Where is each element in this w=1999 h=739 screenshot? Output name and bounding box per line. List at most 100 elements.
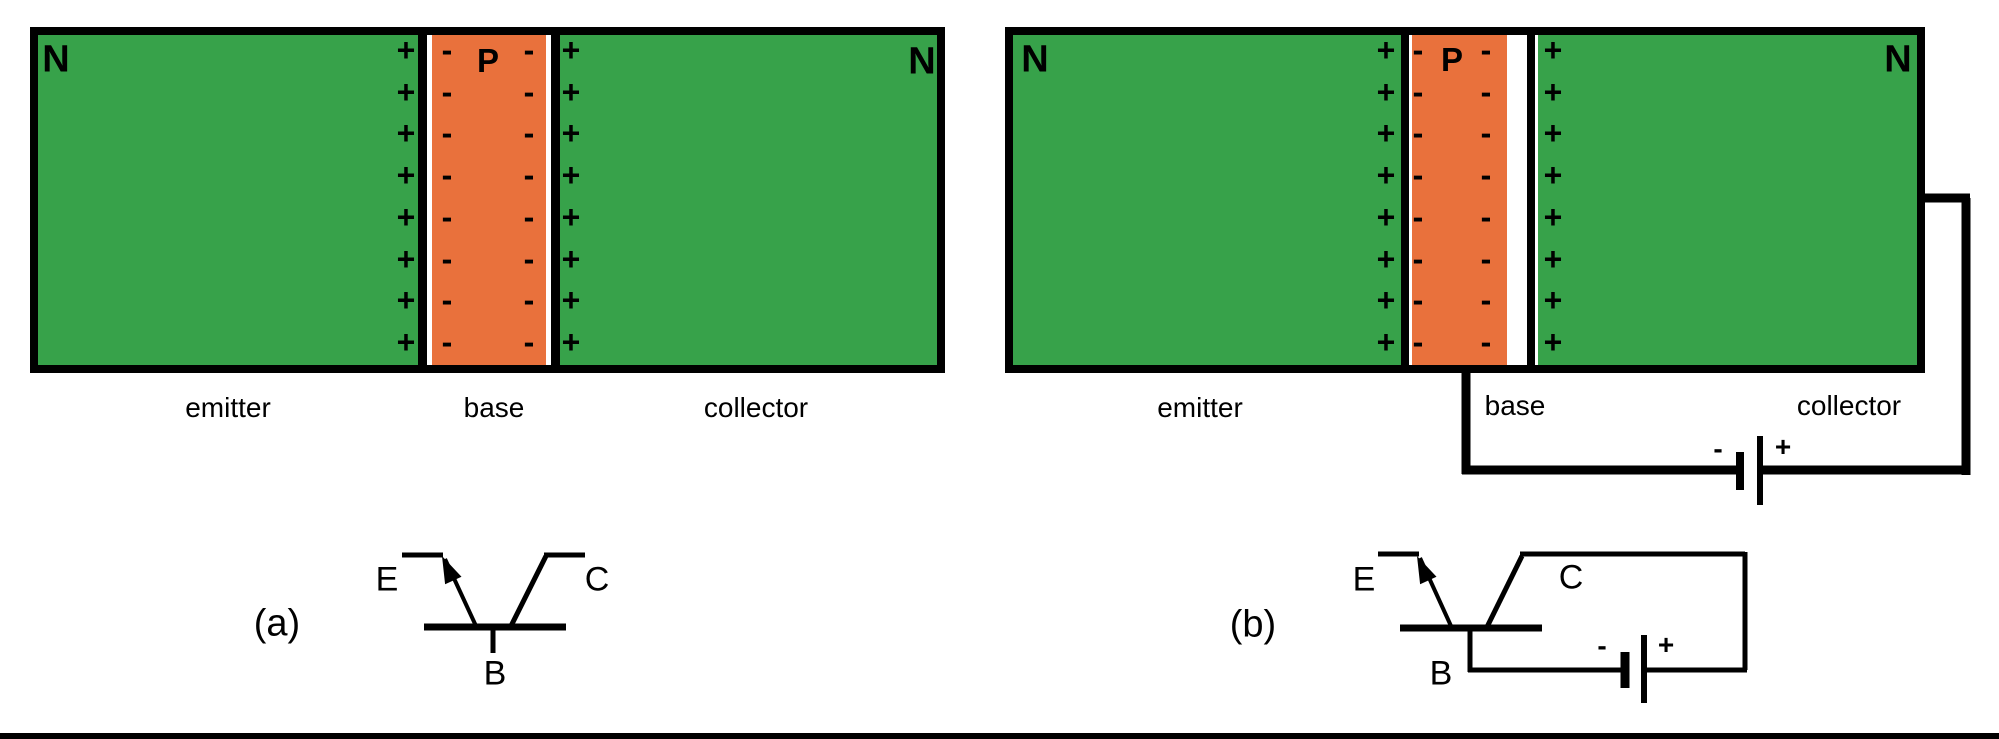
depletion-gap xyxy=(427,35,432,365)
minus-column: -------- xyxy=(1474,32,1498,360)
collector-label: collector xyxy=(1796,390,1902,421)
charge-sign: - xyxy=(523,157,535,194)
charge-sign: + xyxy=(1376,323,1396,360)
charge-sign: - xyxy=(1412,198,1424,235)
base-collector-junction-line xyxy=(1527,35,1535,365)
charge-sign: + xyxy=(561,157,581,194)
charge-sign: + xyxy=(561,323,581,360)
emitter-arrowhead-icon xyxy=(1417,556,1437,585)
charge-sign: + xyxy=(1543,32,1563,68)
charge-sign: + xyxy=(1543,198,1563,235)
emitter-base-junction-line xyxy=(1401,35,1409,365)
charge-sign: - xyxy=(1412,73,1424,110)
p-label-base: P xyxy=(1440,41,1464,78)
panel-a-caption: (a) xyxy=(253,602,301,645)
charge-sign: - xyxy=(523,73,535,110)
charge-sign: + xyxy=(1543,73,1563,110)
charge-sign: - xyxy=(1480,323,1492,360)
charge-sign: + xyxy=(1376,198,1396,235)
base-p-region xyxy=(432,35,546,365)
emitter-terminal-label: E xyxy=(1352,560,1376,599)
charge-sign: - xyxy=(441,282,453,319)
charge-sign: + xyxy=(561,73,581,110)
charge-sign: + xyxy=(1543,282,1563,319)
charge-sign: + xyxy=(396,73,416,110)
charge-sign: + xyxy=(1543,240,1563,277)
collector-terminal-label: C xyxy=(584,560,610,599)
charge-sign: - xyxy=(1480,73,1492,110)
charge-sign: + xyxy=(1543,115,1563,152)
battery-plus-label: + xyxy=(1657,629,1675,660)
charge-sign: - xyxy=(441,32,453,68)
charge-sign: + xyxy=(396,115,416,152)
charge-sign: - xyxy=(441,73,453,110)
charge-sign: + xyxy=(561,198,581,235)
charge-sign: - xyxy=(1480,32,1492,68)
charge-sign: + xyxy=(396,32,416,68)
p-label-base: P xyxy=(476,42,500,79)
n-label-collector: N xyxy=(1884,38,1912,81)
plus-column: ++++++++ xyxy=(559,32,583,360)
charge-sign: - xyxy=(1412,323,1424,360)
charge-sign: + xyxy=(396,157,416,194)
minus-column: - - - - - - - - xyxy=(1406,32,1430,360)
charge-sign: + xyxy=(561,115,581,152)
emitter-label: emitter xyxy=(1157,392,1243,423)
charge-sign: - xyxy=(523,32,535,68)
charge-sign: - xyxy=(1480,198,1492,235)
widened-depletion-gap xyxy=(1507,35,1527,365)
collector-label: collector xyxy=(703,392,809,423)
charge-sign: - xyxy=(1480,115,1492,152)
charge-sign: + xyxy=(561,240,581,277)
charge-sign: - xyxy=(1412,157,1424,194)
charge-sign: + xyxy=(1376,157,1396,194)
emitter-n-region xyxy=(38,35,418,365)
emitter-n-region xyxy=(1013,35,1401,365)
charge-sign: + xyxy=(1543,323,1563,360)
base-label: base xyxy=(1484,390,1546,421)
charge-sign: - xyxy=(1480,240,1492,277)
base-terminal-label: B xyxy=(483,654,507,693)
minus-column: -------- xyxy=(517,32,541,360)
emitter-base-junction-line xyxy=(418,35,427,365)
collector-diagonal xyxy=(508,554,549,628)
charge-sign: - xyxy=(1412,32,1424,68)
charge-sign: + xyxy=(396,198,416,235)
charge-sign: - xyxy=(1480,282,1492,319)
n-label-collector: N xyxy=(908,40,936,83)
charge-sign: - xyxy=(523,323,535,360)
collector-terminal-label: C xyxy=(1558,558,1584,597)
collector-diagonal xyxy=(1484,554,1525,629)
collector-n-region xyxy=(1538,35,1917,365)
charge-sign: + xyxy=(1543,157,1563,194)
charge-sign: - xyxy=(1412,282,1424,319)
battery-plus-label: + xyxy=(1774,431,1792,462)
charge-sign: - xyxy=(441,323,453,360)
n-label-emitter: N xyxy=(1021,38,1049,81)
charge-sign: + xyxy=(396,282,416,319)
bottom-rule xyxy=(0,733,1999,739)
panel-b-caption: (b) xyxy=(1229,603,1277,646)
charge-sign: + xyxy=(1376,115,1396,152)
depletion-gap xyxy=(546,35,551,365)
charge-sign: - xyxy=(441,198,453,235)
base-p-region xyxy=(1412,35,1507,365)
charge-sign: + xyxy=(561,32,581,68)
charge-sign: + xyxy=(1376,282,1396,319)
emitter-terminal-label: E xyxy=(375,560,399,599)
charge-sign: - xyxy=(441,240,453,277)
charge-sign: + xyxy=(396,240,416,277)
charge-sign: - xyxy=(1412,240,1424,277)
collector-n-region xyxy=(560,35,937,365)
charge-sign: - xyxy=(1412,115,1424,152)
charge-sign: - xyxy=(523,198,535,235)
charge-sign: - xyxy=(523,282,535,319)
base-collector-junction-line xyxy=(551,35,560,365)
plus-column: ++++++++ xyxy=(394,32,418,358)
base-label: base xyxy=(463,392,525,423)
plus-column: ++++++++ xyxy=(1374,34,1398,360)
charge-sign: - xyxy=(441,157,453,194)
charge-sign: - xyxy=(523,115,535,152)
plus-column: + + + + + + + + xyxy=(1541,32,1565,360)
